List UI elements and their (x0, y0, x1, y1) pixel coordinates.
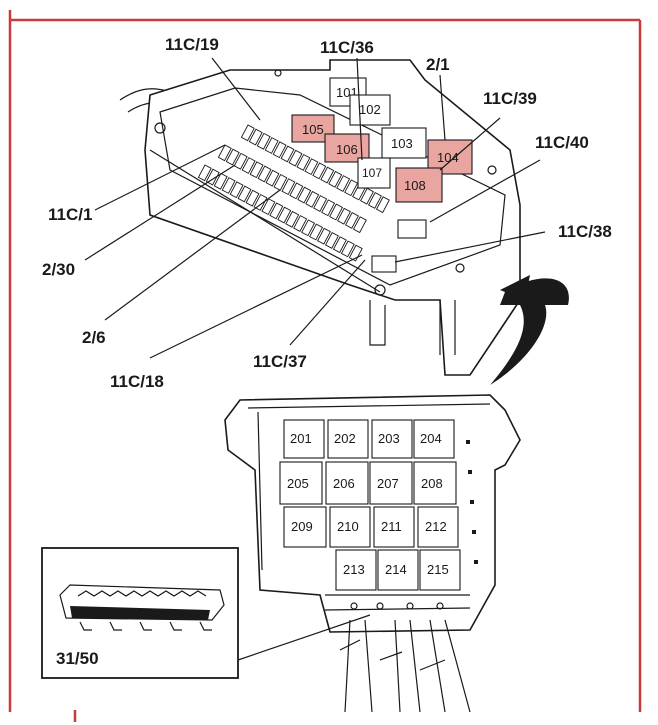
inset-label-31-50: 31/50 (56, 649, 99, 668)
relay-103-label: 103 (391, 136, 413, 151)
relay-204: 204 (413, 419, 455, 459)
relay-201: 201 (283, 419, 325, 459)
relay-206-label: 206 (333, 476, 355, 491)
relay-102: 102 (349, 94, 391, 126)
relay-211-label: 211 (381, 519, 402, 534)
relay-206: 206 (325, 461, 369, 505)
relay-209-label: 209 (291, 519, 313, 534)
small-fuse-block (397, 219, 427, 239)
relay-210: 210 (329, 506, 371, 548)
relay-213: 213 (335, 549, 377, 591)
relay-215-label: 215 (427, 562, 449, 577)
relay-205-label: 205 (287, 476, 309, 491)
relay-104-label: 104 (437, 150, 459, 165)
relay-207: 207 (369, 461, 413, 505)
relay-208-label: 208 (421, 476, 443, 491)
relay-213-label: 213 (343, 562, 365, 577)
diagram-frame (8, 10, 642, 722)
callout-2-30: 2/30 (42, 260, 75, 279)
fuse-rows (197, 124, 390, 262)
relay-203: 203 (371, 419, 413, 459)
relay-201-label: 201 (290, 431, 312, 446)
relay-209: 209 (283, 506, 327, 548)
relay-203-label: 203 (378, 431, 400, 446)
callout-11c1: 11C/1 (48, 205, 92, 224)
callout-11c39: 11C/39 (483, 89, 537, 108)
relay-107-label: 107 (362, 166, 382, 180)
relay-204-label: 204 (420, 431, 442, 446)
relay-212-label: 212 (425, 519, 447, 534)
callout-2-6: 2/6 (82, 328, 106, 347)
relay-105-label: 105 (302, 122, 324, 137)
relay-214-label: 214 (385, 562, 407, 577)
relay-106-label: 106 (336, 142, 358, 157)
callout-11c38: 11C/38 (558, 222, 612, 241)
relay-102-label: 102 (359, 102, 381, 117)
relay-210-label: 210 (337, 519, 359, 534)
callout-lines (84, 57, 546, 359)
relay-202-label: 202 (334, 431, 356, 446)
relay-107: 107 (357, 157, 391, 189)
relay-208: 208 (413, 461, 457, 505)
relay-207-label: 207 (377, 476, 399, 491)
callout-11c37: 11C/37 (253, 352, 307, 371)
callout-11c40: 11C/40 (535, 133, 589, 152)
relay-215: 215 (419, 549, 461, 591)
relay-205: 205 (279, 461, 323, 505)
lower-box-pins (466, 440, 478, 564)
small-fuse-block-2 (371, 255, 397, 273)
relay-108: 108 (395, 167, 443, 203)
callout-2-1: 2/1 (426, 55, 450, 74)
callout-11c18: 11C/18 (110, 372, 164, 391)
relay-214: 214 (377, 549, 419, 591)
relay-103: 103 (381, 127, 427, 159)
relay-211: 211 (373, 506, 415, 548)
upper-fuse-box (119, 59, 521, 376)
callout-11c36: 11C/36 (320, 38, 374, 57)
flip-arrow-icon (490, 275, 569, 385)
relay-202: 202 (327, 419, 369, 459)
inset-box: 31/50 (41, 547, 371, 679)
relay-212: 212 (417, 506, 459, 548)
callout-11c19: 11C/19 (165, 35, 219, 54)
relay-108-label: 108 (404, 178, 426, 193)
